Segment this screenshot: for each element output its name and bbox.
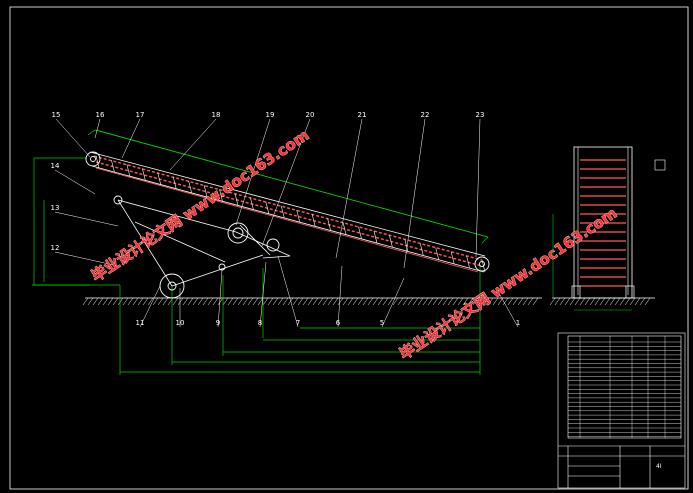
leader-15 — [55, 118, 91, 158]
leader-22 — [403, 118, 426, 269]
leader-17 — [121, 118, 141, 159]
part-label-1: 1 — [516, 319, 520, 327]
part-label-10: 10 — [176, 319, 185, 327]
leader-8 — [259, 261, 267, 328]
part-label-15: 15 — [52, 111, 61, 119]
frame-struts — [95, 155, 486, 273]
leader-18 — [169, 118, 217, 171]
part-label-16: 16 — [96, 111, 105, 119]
part-label-8: 8 — [258, 319, 262, 327]
leader-5 — [381, 277, 405, 328]
leader-13 — [54, 211, 119, 227]
part-label-17: 17 — [136, 111, 145, 119]
leader-6 — [337, 265, 343, 328]
leader-1 — [499, 294, 519, 328]
leader-12 — [54, 251, 119, 267]
part-label-6: 6 — [336, 319, 341, 327]
leader-20 — [261, 118, 311, 247]
part-label-5: 5 — [380, 319, 384, 327]
ground-hatch — [82, 297, 539, 306]
part-label-14: 14 — [51, 162, 60, 170]
parts-list-rows — [568, 336, 681, 438]
leader-21 — [335, 118, 363, 259]
ground — [82, 297, 542, 306]
title-block-label: 4I — [656, 463, 662, 470]
conveyor-frame — [89, 151, 486, 287]
leader-7 — [277, 255, 299, 328]
part-labels: 15 16 17 18 19 20 21 22 23 14 13 12 11 10 9 8 7 6 5 1 — [51, 111, 521, 327]
drawing-border — [9, 6, 689, 490]
side-view — [549, 146, 666, 311]
leader-16 — [94, 118, 101, 139]
part-label-20: 20 — [306, 111, 315, 119]
part-label-23: 23 — [476, 111, 485, 119]
part-label-11: 11 — [136, 319, 145, 327]
leader-23 — [475, 118, 481, 258]
leader-lines — [54, 118, 519, 328]
part-label-12: 12 — [51, 244, 60, 252]
part-label-13: 13 — [51, 204, 60, 212]
watermark-2: 毕业设计论文网 www.doc163.com — [396, 204, 620, 363]
dimension-lines — [32, 129, 489, 375]
leader-11 — [139, 285, 161, 328]
pulleys — [85, 151, 490, 299]
title-block — [557, 332, 686, 489]
leader-14 — [54, 169, 96, 195]
part-label-22: 22 — [421, 111, 430, 119]
part-label-19: 19 — [266, 111, 275, 119]
leader-9 — [217, 269, 223, 328]
part-label-7: 7 — [296, 319, 300, 327]
leader-19 — [235, 118, 271, 226]
part-label-21: 21 — [358, 111, 367, 119]
conveyor-belt — [93, 155, 483, 273]
part-label-18: 18 — [212, 111, 221, 119]
part-label-9: 9 — [216, 319, 220, 327]
